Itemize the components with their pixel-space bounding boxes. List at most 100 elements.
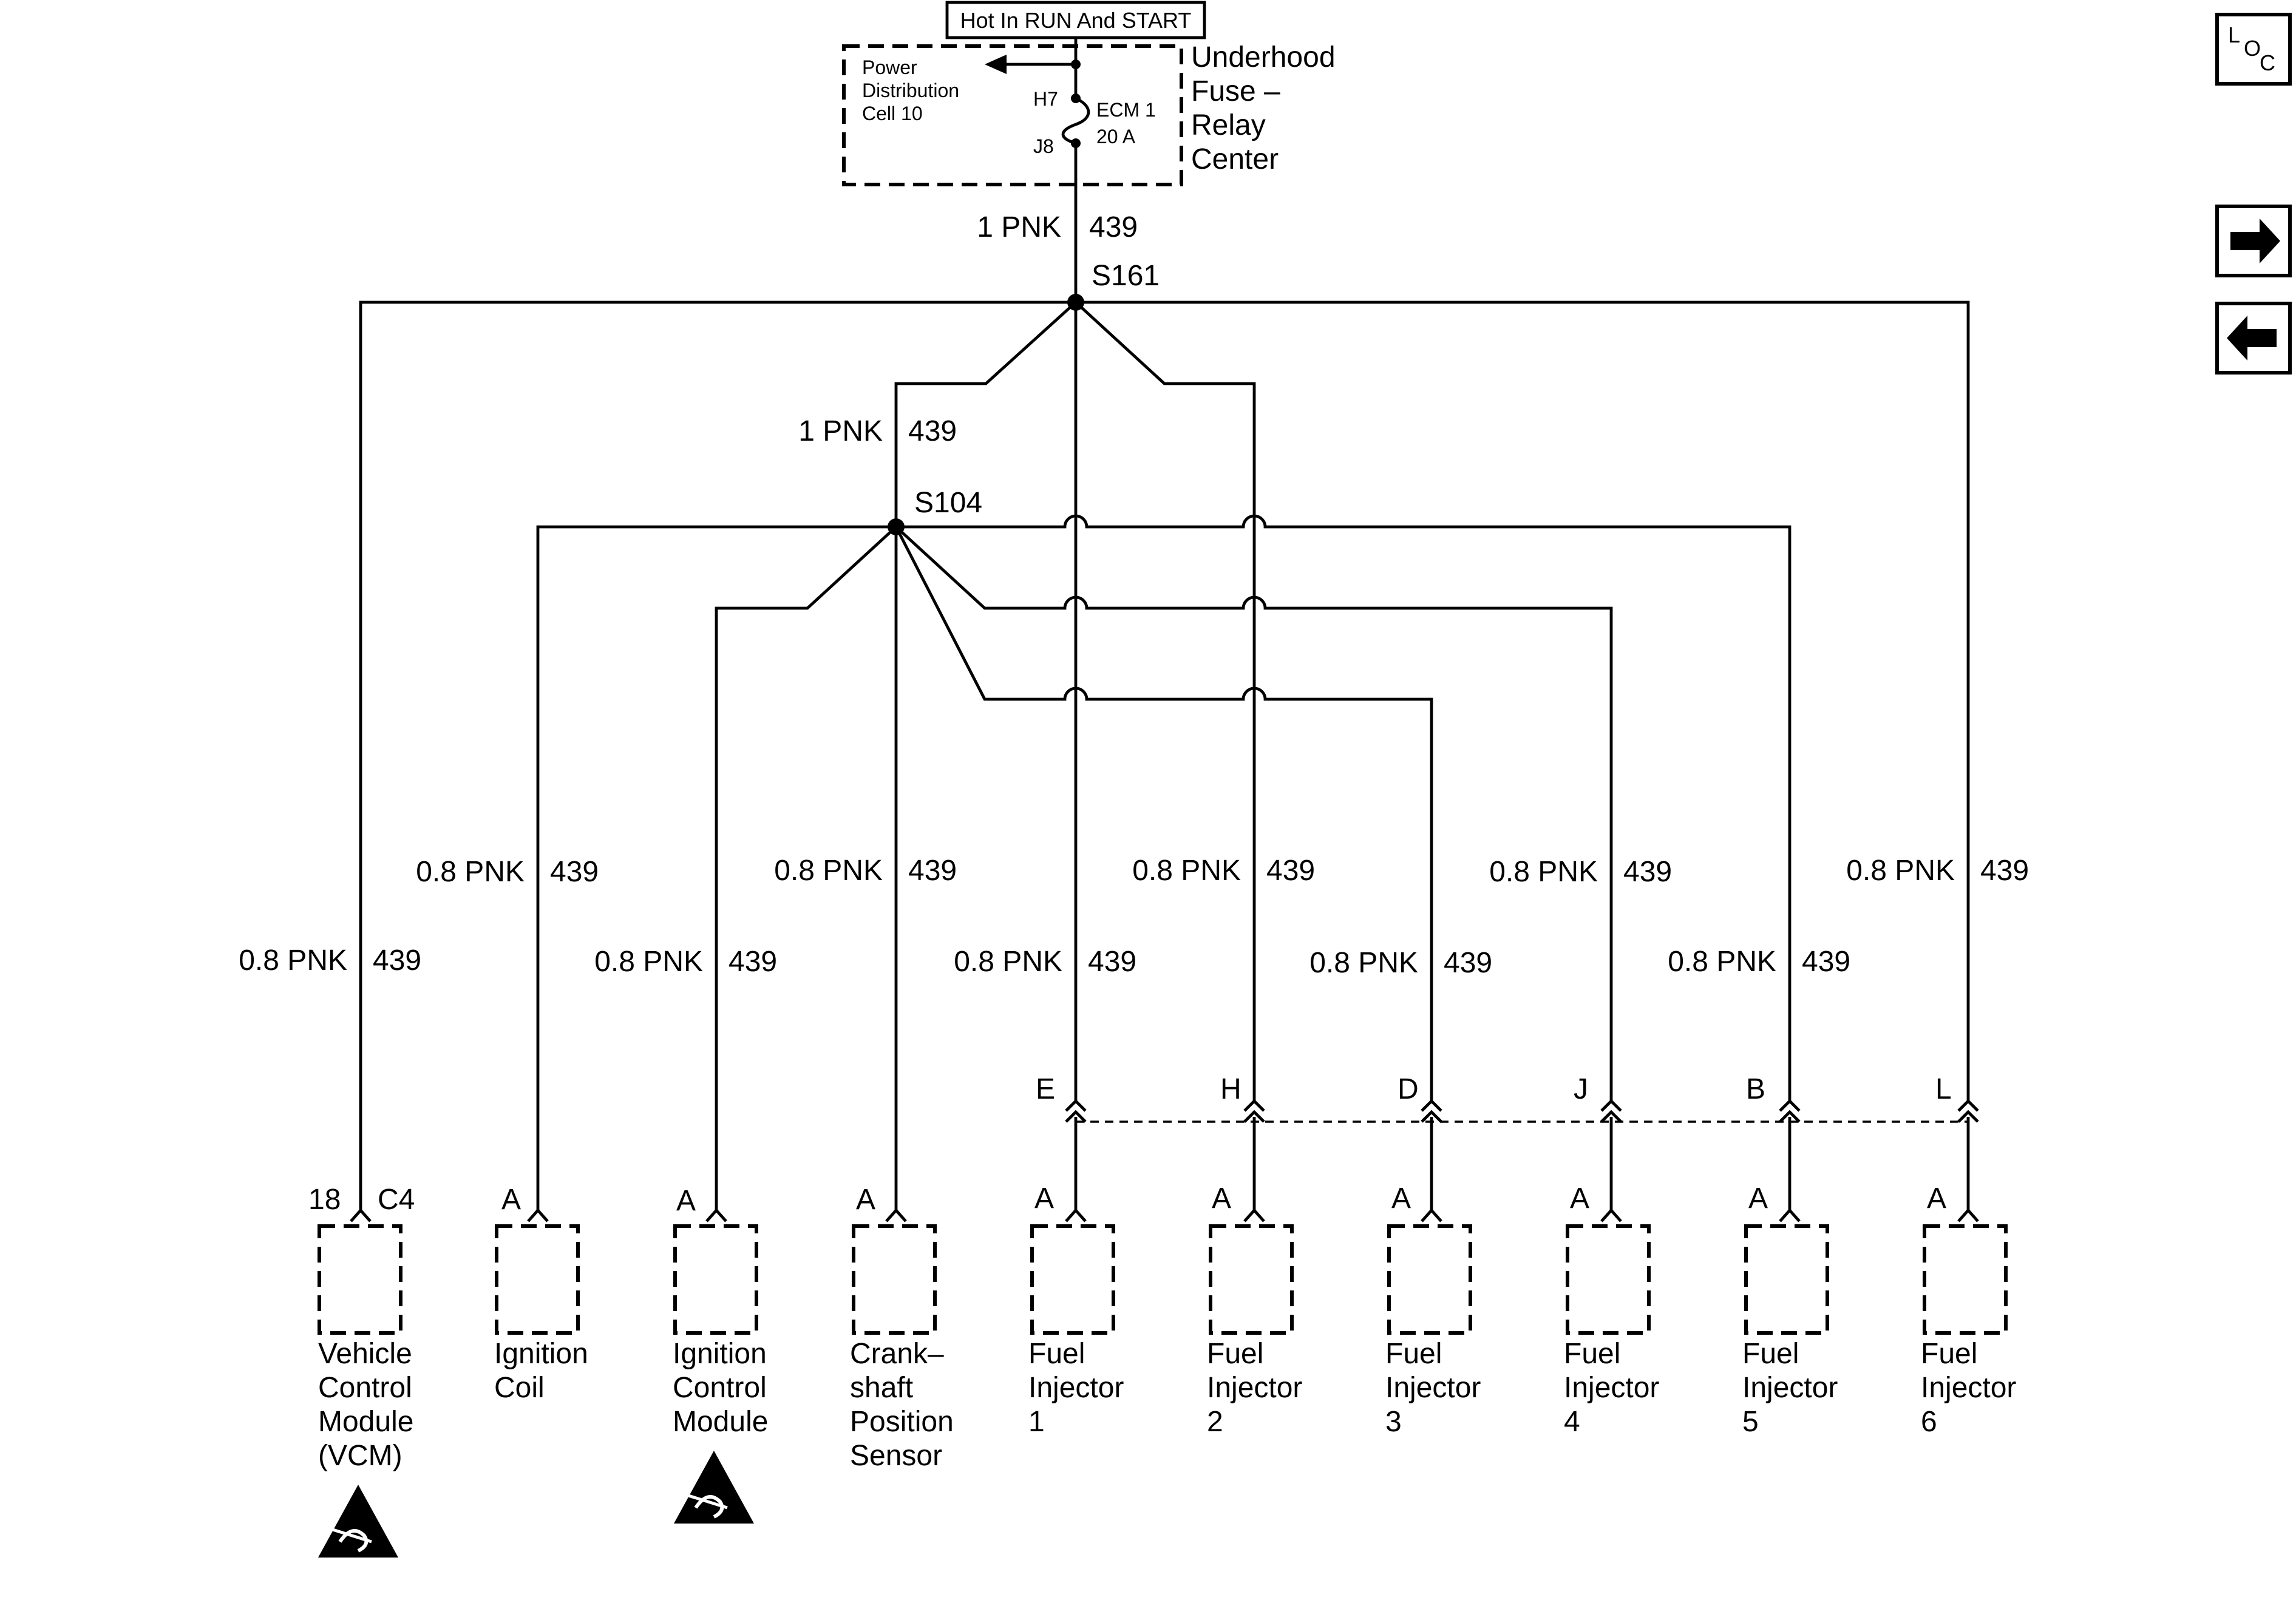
svg-text:E: E	[1036, 1073, 1055, 1105]
svg-text:Injector: Injector	[1028, 1372, 1124, 1404]
branch-label-vcm: 0.8 PNK 439	[239, 944, 421, 977]
svg-text:C4: C4	[378, 1184, 415, 1216]
esd-warning-icon	[318, 1485, 398, 1558]
svg-text:Fuel: Fuel	[1028, 1338, 1085, 1370]
left-arrow-icon	[2227, 316, 2277, 361]
svg-text:Module: Module	[673, 1406, 768, 1438]
svg-text:Control: Control	[318, 1372, 412, 1404]
branch-label-injector-6: 0.8 PNK 439	[1846, 855, 2029, 887]
svg-text:3: 3	[1385, 1406, 1402, 1438]
svg-text:Position: Position	[850, 1406, 954, 1438]
branch-label-ckp: 0.8 PNK 439	[774, 855, 957, 887]
svg-text:Injector: Injector	[1564, 1372, 1659, 1404]
branch-label-injector-3: 0.8 PNK 439	[1309, 947, 1492, 979]
back-button[interactable]	[2215, 302, 2292, 375]
fuse-relay-center-label: Underhood Fuse – Relay Center	[1191, 41, 1336, 175]
fuse-icon	[1061, 97, 1090, 145]
power-distribution-label: Power Distribution Cell 10	[862, 56, 959, 124]
svg-text:(VCM): (VCM)	[318, 1440, 402, 1472]
component-crankshaft-position-sensor: A Crank– shaft Position Sensor	[850, 1184, 954, 1472]
component-fuel-injector-6: A Fuel Injector 6	[1921, 1182, 2016, 1438]
branch-label-injector-2: 0.8 PNK 439	[1132, 855, 1315, 887]
svg-text:A: A	[1748, 1182, 1768, 1215]
svg-text:Fuel: Fuel	[1385, 1338, 1442, 1370]
main-wire-circuit: 439	[1089, 211, 1138, 243]
svg-text:0.8 PNK: 0.8 PNK	[954, 946, 1062, 978]
svg-text:H: H	[1220, 1073, 1241, 1105]
svg-text:Coil: Coil	[494, 1372, 545, 1404]
svg-text:439: 439	[1623, 856, 1672, 888]
svg-text:0.8 PNK: 0.8 PNK	[1309, 947, 1418, 979]
svg-text:A: A	[1034, 1182, 1054, 1215]
svg-text:439: 439	[908, 855, 957, 887]
svg-text:L: L	[1935, 1073, 1952, 1105]
svg-text:18: 18	[308, 1184, 341, 1216]
svg-text:6: 6	[1921, 1406, 1937, 1438]
svg-text:Center: Center	[1191, 143, 1279, 175]
svg-text:0.8 PNK: 0.8 PNK	[239, 944, 347, 977]
component-fuel-injector-4: A Fuel Injector 4	[1564, 1182, 1659, 1438]
svg-text:0.8 PNK: 0.8 PNK	[416, 856, 525, 888]
svg-text:Injector: Injector	[1207, 1372, 1302, 1404]
svg-text:Control: Control	[673, 1372, 767, 1404]
svg-text:D: D	[1398, 1073, 1419, 1105]
svg-text:A: A	[1212, 1182, 1231, 1215]
component-fuel-injector-5: A Fuel Injector 5	[1742, 1182, 1838, 1438]
svg-text:J: J	[1574, 1073, 1588, 1105]
svg-text:Fuel: Fuel	[1921, 1338, 1977, 1370]
svg-text:A: A	[676, 1185, 696, 1217]
locator-button[interactable]: L O C	[2215, 13, 2292, 86]
component-fuel-injector-2: A Fuel Injector 2	[1207, 1182, 1302, 1438]
svg-text:Distribution: Distribution	[862, 80, 959, 101]
svg-text:Fuel: Fuel	[1207, 1338, 1263, 1370]
svg-text:439: 439	[1444, 947, 1492, 979]
fuse-rating: 20 A	[1096, 126, 1136, 147]
svg-text:L: L	[2228, 22, 2240, 47]
svg-text:439: 439	[1980, 855, 2029, 887]
svg-text:Ignition: Ignition	[494, 1338, 588, 1370]
svg-text:Relay: Relay	[1191, 109, 1266, 141]
fuse-junction-dot	[1071, 59, 1081, 69]
inline-connector-pins: E H D J B L	[1036, 1073, 1952, 1105]
svg-text:Ignition: Ignition	[673, 1338, 767, 1370]
component-fuel-injector-1: A Fuel Injector 1	[1028, 1182, 1124, 1438]
right-arrow-icon	[2230, 219, 2280, 263]
esd-warning-icon	[674, 1451, 754, 1524]
svg-text:A: A	[1927, 1182, 1946, 1215]
component-ignition-coil: A Ignition Coil	[494, 1184, 588, 1404]
svg-text:4: 4	[1564, 1406, 1580, 1438]
svg-text:Injector: Injector	[1921, 1372, 2016, 1404]
svg-text:Sensor: Sensor	[850, 1440, 942, 1472]
svg-text:0.8 PNK: 0.8 PNK	[1846, 855, 1955, 887]
svg-text:0.8 PNK: 0.8 PNK	[594, 946, 703, 978]
svg-text:439: 439	[1088, 946, 1136, 978]
main-wire-gauge: 1 PNK	[977, 211, 1061, 243]
svg-text:Fuse –: Fuse –	[1191, 75, 1280, 107]
svg-text:Fuel: Fuel	[1564, 1338, 1620, 1370]
svg-text:0.8 PNK: 0.8 PNK	[1132, 855, 1241, 887]
svg-text:Module: Module	[318, 1406, 413, 1438]
svg-text:B: B	[1746, 1073, 1765, 1105]
hot-label: Hot In RUN And START	[960, 8, 1192, 33]
second-wire-circuit: 439	[908, 415, 957, 447]
svg-text:C: C	[2260, 50, 2275, 75]
component-fuel-injector-3: A Fuel Injector 3	[1385, 1182, 1481, 1438]
splice-s104-label: S104	[914, 487, 982, 519]
fuse-pin-top-label: H7	[1033, 88, 1058, 110]
svg-text:439: 439	[1266, 855, 1315, 887]
svg-text:Power: Power	[862, 56, 917, 78]
svg-text:A: A	[856, 1184, 875, 1216]
branch-label-injector-5: 0.8 PNK 439	[1668, 946, 1850, 978]
svg-text:Vehicle: Vehicle	[318, 1338, 412, 1370]
forward-button[interactable]	[2215, 205, 2292, 277]
splice-s161-label: S161	[1092, 260, 1160, 292]
fuse-name: ECM 1	[1096, 99, 1156, 121]
svg-text:O: O	[2244, 36, 2261, 61]
svg-text:A: A	[501, 1184, 521, 1216]
branch-label-ignition-coil: 0.8 PNK 439	[416, 856, 599, 888]
svg-text:439: 439	[373, 944, 421, 977]
svg-text:0.8 PNK: 0.8 PNK	[1668, 946, 1776, 978]
branch-label-injector-4: 0.8 PNK 439	[1489, 856, 1672, 888]
branch-label-injector-1: 0.8 PNK 439	[954, 946, 1136, 978]
svg-text:Crank–: Crank–	[850, 1338, 944, 1370]
